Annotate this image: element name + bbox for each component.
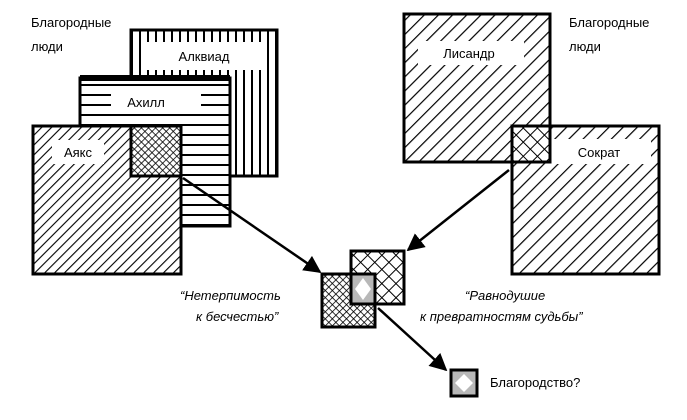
- ayaks-set: Аякс: [31, 124, 183, 276]
- sokrat-label: Сократ: [578, 145, 620, 160]
- arrow-to-result: [377, 307, 448, 372]
- left-group-label-line1: Благородные: [31, 15, 111, 30]
- lisandr-label: Лисандр: [443, 46, 495, 61]
- right-group-label-line1: Благородные: [569, 15, 649, 30]
- right-group-label-line2: люди: [569, 39, 601, 54]
- intolerance-caption-line1: “Нетерпимость: [180, 288, 281, 303]
- center-intersection: [349, 272, 377, 306]
- left-group-label-line2: люди: [31, 39, 63, 54]
- indifference-caption-line1: “Равнодушие: [465, 288, 545, 303]
- arrow-left-to-intolerance: [182, 176, 322, 274]
- result-symbol: [449, 368, 479, 398]
- indifference-caption-line2: к превратностям судьбы”: [420, 309, 583, 324]
- arrow-right-to-indifference: [406, 169, 510, 252]
- ayaks-label: Аякс: [64, 145, 93, 160]
- sokrat-set: Сократ: [510, 124, 661, 276]
- ahill-label: Ахилл: [127, 95, 165, 110]
- intolerance-caption-line2: к бесчестью”: [196, 309, 279, 324]
- result-label: Благородство?: [490, 375, 580, 390]
- alkiviad-label: Алквиад: [179, 49, 230, 64]
